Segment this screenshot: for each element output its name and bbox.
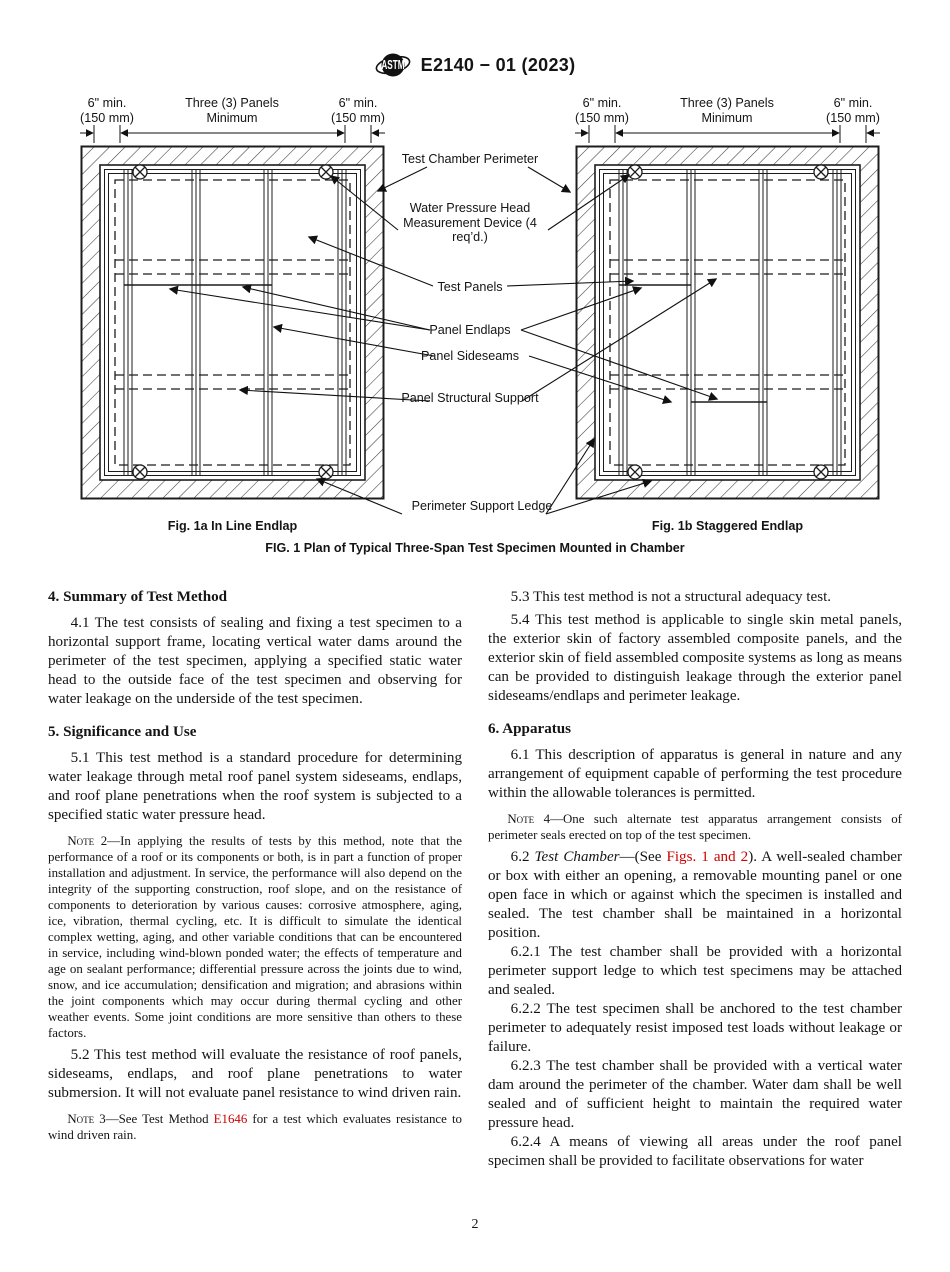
svg-text:ASTM: ASTM [381, 58, 404, 72]
term-test-chamber: Test Chamber [534, 849, 620, 866]
note-3: Note 3—See Test Method E1646 for a test … [48, 1112, 462, 1143]
dim-label-panels: Three (3) Panels Minimum [185, 96, 279, 125]
note-3-label: Note 3 [67, 1112, 106, 1127]
figure-1: 6" min. (150 mm) Three (3) Panels Minimu… [0, 95, 950, 565]
caption-fig1b: Fig. 1b Staggered Endlap [651, 519, 804, 533]
paragraph-6-2: 6.2 Test Chamber—(See Figs. 1 and 2). A … [488, 849, 902, 942]
right-column: 5.3 This test method is not a structural… [488, 588, 902, 1171]
link-figs-1-and-2[interactable]: Figs. 1 and 2 [666, 849, 749, 866]
note-4: Note 4—One such alternate test apparatus… [488, 811, 902, 843]
page-number: 2 [471, 1217, 479, 1232]
diagram-fig1b-staggered-endlap [575, 145, 880, 500]
dim-label-right-b: 6" min. (150 mm) [826, 96, 880, 125]
document-number: E2140 − 01 (2023) [420, 54, 576, 75]
note-2-label: Note 2 [67, 834, 108, 849]
dim-label-left: 6" min. (150 mm) [80, 96, 134, 125]
label-panel-endlaps: Panel Endlaps [429, 323, 511, 337]
astm-logo-icon: ASTM [375, 53, 411, 77]
section-5-heading: 5. Significance and Use [48, 724, 197, 741]
note-2: Note 2—In applying the results of tests … [48, 833, 462, 1041]
dimension-line-left [80, 125, 385, 143]
paragraph-5-1: 5.1 This test method is a standard proce… [48, 750, 462, 824]
paragraph-6-2-2: 6.2.2 The test specimen shall be anchore… [488, 1001, 902, 1056]
dimension-line-right [575, 125, 880, 143]
label-panel-structural-support: Panel Structural Support [401, 391, 539, 405]
label-perimeter-support-ledge: Perimeter Support Ledge [411, 499, 553, 513]
dim-label-right: 6" min. (150 mm) [331, 96, 385, 125]
structural-support-lines [115, 259, 350, 390]
dim-label-left-b: 6" min. (150 mm) [575, 96, 629, 125]
note-2-text: —In applying the results of tests by thi… [48, 834, 462, 1041]
section-4-heading: 4. Summary of Test Method [48, 589, 228, 605]
dim-label-panels-b: Three (3) Panels Minimum [680, 96, 774, 125]
paragraph-5-4: 5.4 This test method is applicable to si… [488, 612, 902, 705]
paragraph-6-2-4: 6.2.4 A means of viewing all areas under… [488, 1134, 902, 1170]
section-6-heading: 6. Apparatus [488, 721, 572, 738]
paragraph-6-1: 6.1 This description of apparatus is gen… [488, 747, 902, 802]
label-panel-sideseams: Panel Sideseams [420, 349, 519, 363]
paragraph-5-2: 5.2 This test method will evaluate the r… [48, 1047, 462, 1102]
label-test-chamber-perimeter: Test Chamber Perimeter [401, 152, 539, 166]
panel-sideseam-lines [618, 169, 842, 476]
label-water-pressure-device: Water Pressure Head Measurement Device (… [403, 201, 537, 245]
caption-fig1-main: FIG. 1 Plan of Typical Three-Span Test S… [265, 541, 685, 555]
pressure-device-symbols [132, 164, 334, 480]
caption-fig1a: Fig. 1a In Line Endlap [167, 519, 298, 533]
note-4-text: —One such alternate test apparatus arran… [488, 812, 902, 843]
paragraph-6-2-3: 6.2.3 The test chamber shall be provided… [488, 1058, 902, 1132]
paragraph-4-1: 4.1 The test consists of sealing and fix… [48, 615, 462, 708]
diagram-fig1a-inline-endlap [80, 145, 385, 500]
label-test-panels: Test Panels [437, 280, 503, 294]
support-ledge-dashed [114, 179, 351, 466]
note-4-label: Note 4 [507, 812, 551, 827]
page-header: ASTM E2140 − 01 (2023) [0, 50, 950, 80]
left-column: 4. Summary of Test Method 4.1 The test c… [48, 588, 462, 1148]
pressure-device-symbols [627, 164, 829, 480]
link-e1646[interactable]: E1646 [213, 1112, 248, 1127]
paragraph-6-2-1: 6.2.1 The test chamber shall be provided… [488, 944, 902, 999]
structural-support-lines [610, 259, 845, 390]
paragraph-5-3: 5.3 This test method is not a structural… [510, 589, 832, 605]
